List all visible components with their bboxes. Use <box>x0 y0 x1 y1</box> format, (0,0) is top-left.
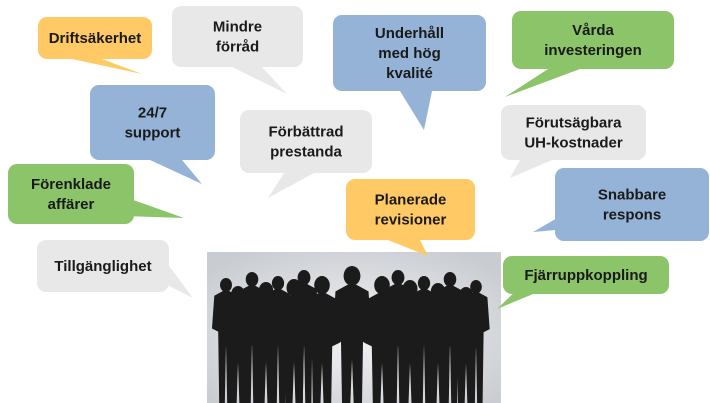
bubble-fjarruppkoppling: Fjärruppkoppling <box>497 256 669 309</box>
bubble-body <box>346 179 475 240</box>
bubble-varda-investeringen: Vårda investeringen <box>505 11 674 97</box>
bubble-tail <box>505 69 580 97</box>
people-silhouettes <box>211 266 490 403</box>
bubble-forbattrad-prestanda: Förbättrad prestanda <box>240 110 372 198</box>
bubble-label: Förutsägbara <box>526 115 623 132</box>
bubble-tillganglighet: Tillgänglighet <box>37 240 193 298</box>
person-silhouette <box>449 287 483 403</box>
bubble-label: Snabbare <box>598 187 666 204</box>
person-silhouette <box>276 279 312 403</box>
person-silhouette <box>421 283 455 403</box>
speech-bubbles: Driftsäkerhet Mindre förråd Underhåll med hö… <box>8 6 709 309</box>
bubble-body <box>333 15 486 91</box>
person-silhouette <box>303 276 341 403</box>
group-photo <box>207 252 501 403</box>
bubble-label: affärer <box>48 196 95 213</box>
bubble-label: prestanda <box>270 144 342 161</box>
bubble-body <box>501 105 646 160</box>
bubble-body <box>503 256 669 294</box>
bubble-snabbare-respons: Snabbare respons <box>533 168 709 241</box>
bubble-tail <box>497 287 550 309</box>
bubble-label: support <box>125 125 181 142</box>
bubble-support: 24/7 support <box>90 85 215 184</box>
bubble-body <box>512 11 674 69</box>
bubble-tail <box>232 67 287 94</box>
bubble-label: 24/7 <box>138 105 167 122</box>
bubble-body <box>90 85 215 160</box>
bubble-tail <box>122 196 184 218</box>
bubble-label: Vårda <box>572 22 614 39</box>
bubble-label: Förenklade <box>31 176 111 193</box>
bubble-label: med hög <box>378 45 441 62</box>
bubble-label: Underhåll <box>375 25 444 42</box>
bubble-body <box>8 164 134 224</box>
bubble-tail <box>268 173 314 198</box>
bubble-label: UH-kostnader <box>524 135 623 152</box>
bubble-label: förråd <box>216 39 259 56</box>
bubble-forenklade-affarer: Förenklade affärer <box>8 164 184 224</box>
bubble-tail <box>388 240 428 256</box>
bubble-label: Mindre <box>213 19 262 36</box>
bubble-label: respons <box>603 207 661 224</box>
bubble-driftsakerhet: Driftsäkerhet <box>38 17 152 74</box>
bubble-body <box>38 17 152 59</box>
person-silhouette <box>363 276 401 403</box>
bubble-body <box>555 168 709 241</box>
bubble-tail <box>72 59 142 74</box>
bubble-body <box>37 240 169 292</box>
bubble-label: investeringen <box>544 42 642 59</box>
bubble-tail <box>533 206 578 232</box>
bubble-underhall: Underhåll med hög kvalité <box>333 15 486 130</box>
bubble-label: Tillgänglighet <box>54 258 151 275</box>
person-silhouette <box>332 266 372 403</box>
bubble-mindre-forrad: Mindre förråd <box>172 6 303 94</box>
bubble-label: Planerade <box>375 192 447 209</box>
bubble-planerade-revisioner: Planerade revisioner <box>346 179 475 256</box>
bubble-tail <box>510 160 552 178</box>
bubble-body <box>172 6 303 67</box>
bubble-label: Driftsäkerhet <box>49 30 142 47</box>
bubble-label: kvalité <box>386 65 433 82</box>
bubble-tail <box>150 160 202 184</box>
bubble-label: Fjärruppkoppling <box>524 267 647 284</box>
bubble-tail <box>169 266 193 298</box>
person-silhouette <box>221 286 255 403</box>
bubble-label: revisioner <box>375 212 447 229</box>
person-silhouette <box>392 280 428 403</box>
bubble-label: Förbättrad <box>269 124 344 141</box>
bubble-body <box>240 110 372 173</box>
bubble-tail <box>400 91 432 130</box>
person-silhouette <box>249 282 283 403</box>
